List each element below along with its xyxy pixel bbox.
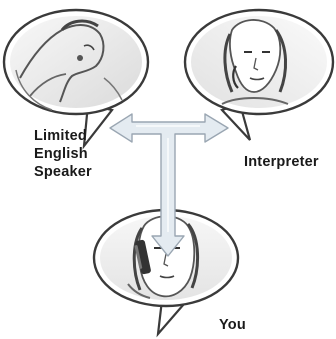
label-line: English <box>34 145 114 163</box>
label-limited-english-speaker: Limited English Speaker <box>34 127 114 181</box>
person-portrait-interpreter <box>191 16 327 108</box>
label-line: Limited <box>34 127 114 145</box>
label-line: Speaker <box>34 163 114 181</box>
label-you: You <box>219 316 246 334</box>
label-interpreter: Interpreter <box>244 153 319 171</box>
